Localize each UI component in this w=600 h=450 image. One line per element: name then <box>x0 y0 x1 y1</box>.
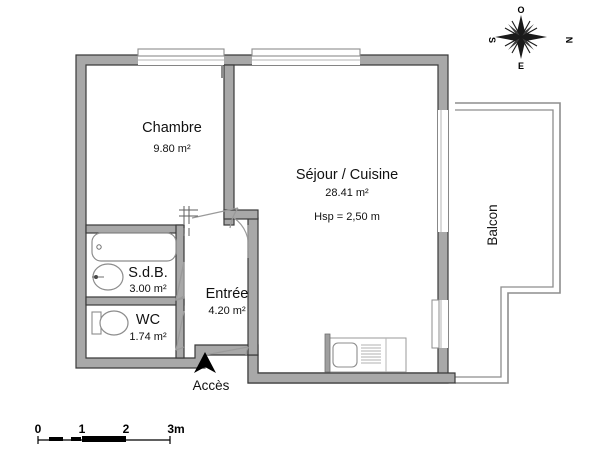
scale-segment-b <box>71 437 81 441</box>
room-area-entree: 4.20 m² <box>208 305 246 317</box>
room-label-entree: Entrée <box>206 286 249 302</box>
interior-wall-entree-sejour <box>247 217 259 356</box>
interior-wall-sdb-wc <box>85 296 185 306</box>
room-label-wc: WC <box>136 312 160 328</box>
bathtub-drain-icon <box>96 244 102 250</box>
east-opening-upper <box>438 110 448 232</box>
scale-tick-3: 3m <box>167 422 184 436</box>
compass-point-left <box>495 33 521 41</box>
compass-point-bottom <box>517 37 525 59</box>
compass-rose: O N E S <box>487 5 574 71</box>
window-group-north <box>137 48 361 78</box>
door-swing-wc <box>175 346 185 351</box>
compass-label-bottom: E <box>518 61 524 71</box>
room-label-balcon: Balcon <box>485 204 500 245</box>
balcony-outline <box>455 102 561 384</box>
door-group <box>175 207 250 356</box>
compass-label-right: N <box>564 37 574 44</box>
bathtub <box>91 232 177 262</box>
east-door-frame-lower <box>431 299 440 349</box>
compass-label-top: O <box>517 5 524 15</box>
room-hsp-sejour-cuisine: Hsp = 2,50 m <box>314 211 380 223</box>
compass-point-top <box>517 15 525 37</box>
kitchen-tall-unit <box>324 333 331 373</box>
kitchen-fixtures <box>324 333 407 373</box>
door-swing-entrance <box>245 346 249 356</box>
interior-wall-chambre-sdb <box>85 224 185 234</box>
room-area-chambre: 9.80 m² <box>153 143 191 155</box>
compass-point-ne <box>521 24 534 37</box>
scale-segment-c <box>82 436 126 442</box>
room-label-sdb: S.d.B. <box>128 265 168 281</box>
compass-secondary-rays <box>504 20 538 54</box>
bathroom-fixtures <box>91 232 177 336</box>
access-arrow-icon <box>194 352 216 373</box>
compass-point-right <box>521 33 547 41</box>
toilet-bowl <box>99 310 129 336</box>
kitchen-drainboard <box>361 344 381 364</box>
compass-label-left: S <box>487 37 497 43</box>
door-swing-chambre <box>229 207 239 229</box>
compass-point-se <box>521 37 534 50</box>
door-leaf-wc <box>175 310 185 351</box>
scale-tick-1: 1 <box>79 422 86 436</box>
compass-point-nw <box>508 24 521 37</box>
interior-wall-chambre-sejour <box>223 64 235 226</box>
room-labels: Chambre 9.80 m² Séjour / Cuisine 28.41 m… <box>128 120 500 343</box>
room-area-wc: 1.74 m² <box>129 331 167 343</box>
east-opening-lower <box>438 300 448 348</box>
room-label-sejour-cuisine: Séjour / Cuisine <box>296 167 398 183</box>
door-leaf-chambre <box>191 207 239 219</box>
compass-point-sw <box>508 37 521 50</box>
window-sejour-frame <box>251 48 361 57</box>
room-area-sejour-cuisine: 28.41 m² <box>325 187 369 199</box>
scale-tick-0: 0 <box>35 422 42 436</box>
access-marker: Accès <box>193 352 230 393</box>
scale-tick-2: 2 <box>123 422 130 436</box>
kitchen-sink-basin <box>332 342 358 368</box>
door-swing-entree <box>233 217 250 253</box>
door-leaf-entrance <box>204 346 249 356</box>
washbasin-drain-icon <box>94 275 98 279</box>
interior-wall-entree-head <box>223 209 259 220</box>
scale-segment-a <box>49 437 63 441</box>
window-chambre-frame <box>137 48 225 57</box>
door-sdb-area <box>175 261 185 301</box>
door-jambs <box>179 206 198 236</box>
room-area-sdb: 3.00 m² <box>129 283 167 295</box>
window-group-east <box>431 110 448 349</box>
scale-bar: 0 1 2 3m <box>35 422 185 444</box>
room-label-chambre: Chambre <box>142 120 202 136</box>
access-label: Accès <box>193 378 230 393</box>
